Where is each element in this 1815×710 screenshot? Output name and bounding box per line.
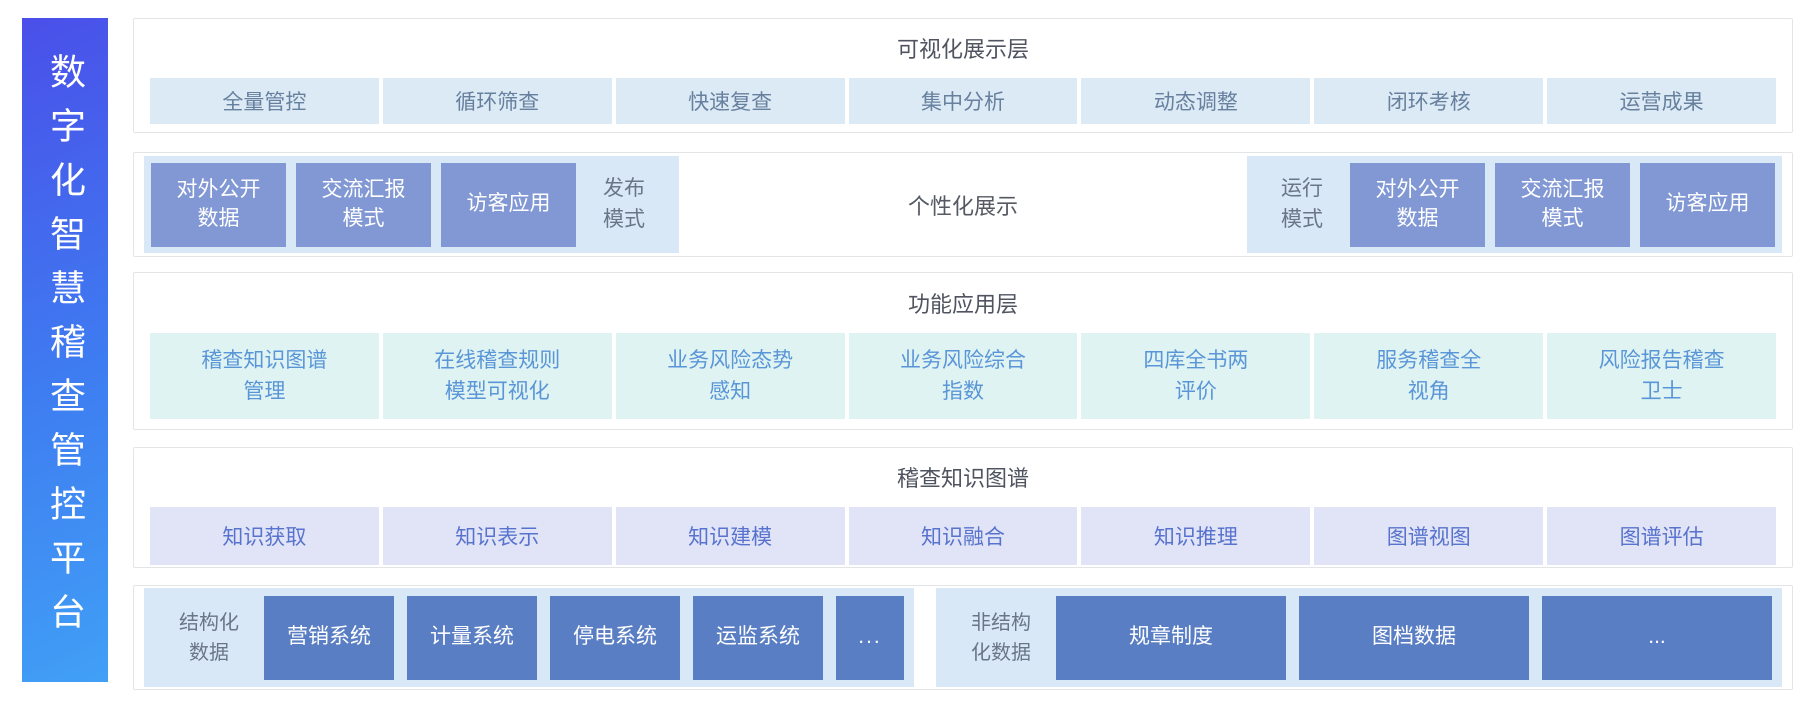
unstructured-data-boxes: 规章制度 图档数据 ... bbox=[1056, 595, 1772, 680]
personalized-display-label: 个性化展示 bbox=[907, 193, 1018, 219]
structured-data-box: 营销系统 bbox=[264, 595, 394, 680]
knowledge-graph-title: 稽查知识图谱 bbox=[896, 466, 1029, 491]
knowledge-graph-item: 知识推理 bbox=[1081, 507, 1311, 565]
publish-mode-boxes: 对外公开 数据 交流汇报 模式 访客应用 bbox=[151, 162, 576, 247]
run-mode-label: 运行 模式 bbox=[1281, 177, 1323, 231]
publish-mode-box: 对外公开 数据 bbox=[151, 162, 286, 247]
run-mode-box: 对外公开 数据 bbox=[1350, 162, 1485, 247]
unstructured-data-box: 图档数据 bbox=[1299, 595, 1529, 680]
unstructured-data-box: 规章制度 bbox=[1056, 595, 1286, 680]
layer-function: 功能应用层 稽查知识图谱 管理 在线稽查规则 模型可视化 业务风险态势 感知 业… bbox=[133, 272, 1793, 430]
unstructured-data-group: 非结构 化数据 规章制度 图档数据 ... bbox=[936, 588, 1782, 687]
structured-data-box: ... bbox=[836, 595, 904, 680]
visualization-layer-title: 可视化展示层 bbox=[896, 37, 1029, 62]
layer-data-sources: 结构化 数据 营销系统 计量系统 停电系统 运监系统 ... 非结 bbox=[133, 585, 1793, 690]
unstructured-data-label: 非结构 化数据 bbox=[971, 611, 1031, 664]
structured-data-group: 结构化 数据 营销系统 计量系统 停电系统 运监系统 ... bbox=[144, 588, 914, 687]
visualization-items: 全量管控 循环筛查 快速复查 集中分析 动态调整 闭环考核 运营成果 bbox=[134, 78, 1792, 124]
platform-banner: 数字化智慧稽查管控平台 bbox=[22, 18, 108, 682]
function-item: 四库全书两 评价 bbox=[1081, 333, 1311, 419]
structured-data-box: 计量系统 bbox=[407, 595, 537, 680]
function-layer-title: 功能应用层 bbox=[907, 292, 1018, 317]
knowledge-graph-item: 知识融合 bbox=[848, 507, 1078, 565]
layer-knowledge-graph: 稽查知识图谱 知识获取 知识表示 知识建模 知识融合 知识推理 图谱视图 图谱评… bbox=[133, 447, 1793, 568]
function-item: 在线稽查规则 模型可视化 bbox=[382, 333, 612, 419]
run-mode-box: 访客应用 bbox=[1640, 162, 1775, 247]
visualization-item: 全量管控 bbox=[150, 78, 379, 124]
visualization-item: 集中分析 bbox=[848, 78, 1078, 124]
layer-display-modes: 对外公开 数据 交流汇报 模式 访客应用 发布 模式 个性化展示 运行 模式 对… bbox=[133, 152, 1793, 257]
visualization-item: 动态调整 bbox=[1081, 78, 1311, 124]
structured-data-boxes: 营销系统 计量系统 停电系统 运监系统 ... bbox=[264, 595, 904, 680]
knowledge-graph-item: 知识获取 bbox=[150, 507, 379, 565]
layer-visualization: 可视化展示层 全量管控 循环筛查 快速复查 集中分析 动态调整 闭环考核 运营成… bbox=[133, 18, 1793, 133]
publish-mode-group: 对外公开 数据 交流汇报 模式 访客应用 发布 模式 bbox=[144, 156, 679, 253]
platform-title: 数字化智慧稽查管控平台 bbox=[45, 53, 86, 647]
structured-data-box: 停电系统 bbox=[550, 595, 680, 680]
publish-mode-box: 访客应用 bbox=[441, 162, 576, 247]
unstructured-data-box: ... bbox=[1542, 595, 1772, 680]
structured-data-label: 结构化 数据 bbox=[179, 611, 239, 664]
run-mode-box: 交流汇报 模式 bbox=[1495, 162, 1630, 247]
run-mode-boxes: 对外公开 数据 交流汇报 模式 访客应用 bbox=[1350, 162, 1775, 247]
knowledge-graph-item: 知识建模 bbox=[615, 507, 845, 565]
visualization-item: 运营成果 bbox=[1547, 78, 1777, 124]
run-mode-group: 运行 模式 对外公开 数据 交流汇报 模式 访客应用 bbox=[1247, 156, 1782, 253]
function-item: 业务风险态势 感知 bbox=[615, 333, 845, 419]
publish-mode-box: 交流汇报 模式 bbox=[296, 162, 431, 247]
function-item: 服务稽查全 视角 bbox=[1314, 333, 1544, 419]
structured-data-box: 运监系统 bbox=[693, 595, 823, 680]
function-item: 稽查知识图谱 管理 bbox=[150, 333, 379, 419]
function-item: 业务风险综合 指数 bbox=[848, 333, 1078, 419]
visualization-item: 快速复查 bbox=[615, 78, 845, 124]
knowledge-graph-item: 图谱评估 bbox=[1547, 507, 1777, 565]
visualization-item: 循环筛查 bbox=[382, 78, 612, 124]
layers-container: 可视化展示层 全量管控 循环筛查 快速复查 集中分析 动态调整 闭环考核 运营成… bbox=[133, 18, 1793, 690]
publish-mode-label: 发布 模式 bbox=[603, 177, 645, 231]
function-item: 风险报告稽查 卫士 bbox=[1547, 333, 1777, 419]
visualization-item: 闭环考核 bbox=[1314, 78, 1544, 124]
function-items: 稽查知识图谱 管理 在线稽查规则 模型可视化 业务风险态势 感知 业务风险综合 … bbox=[134, 333, 1792, 419]
knowledge-graph-item: 知识表示 bbox=[382, 507, 612, 565]
knowledge-graph-items: 知识获取 知识表示 知识建模 知识融合 知识推理 图谱视图 图谱评估 bbox=[134, 507, 1792, 565]
knowledge-graph-item: 图谱视图 bbox=[1314, 507, 1544, 565]
